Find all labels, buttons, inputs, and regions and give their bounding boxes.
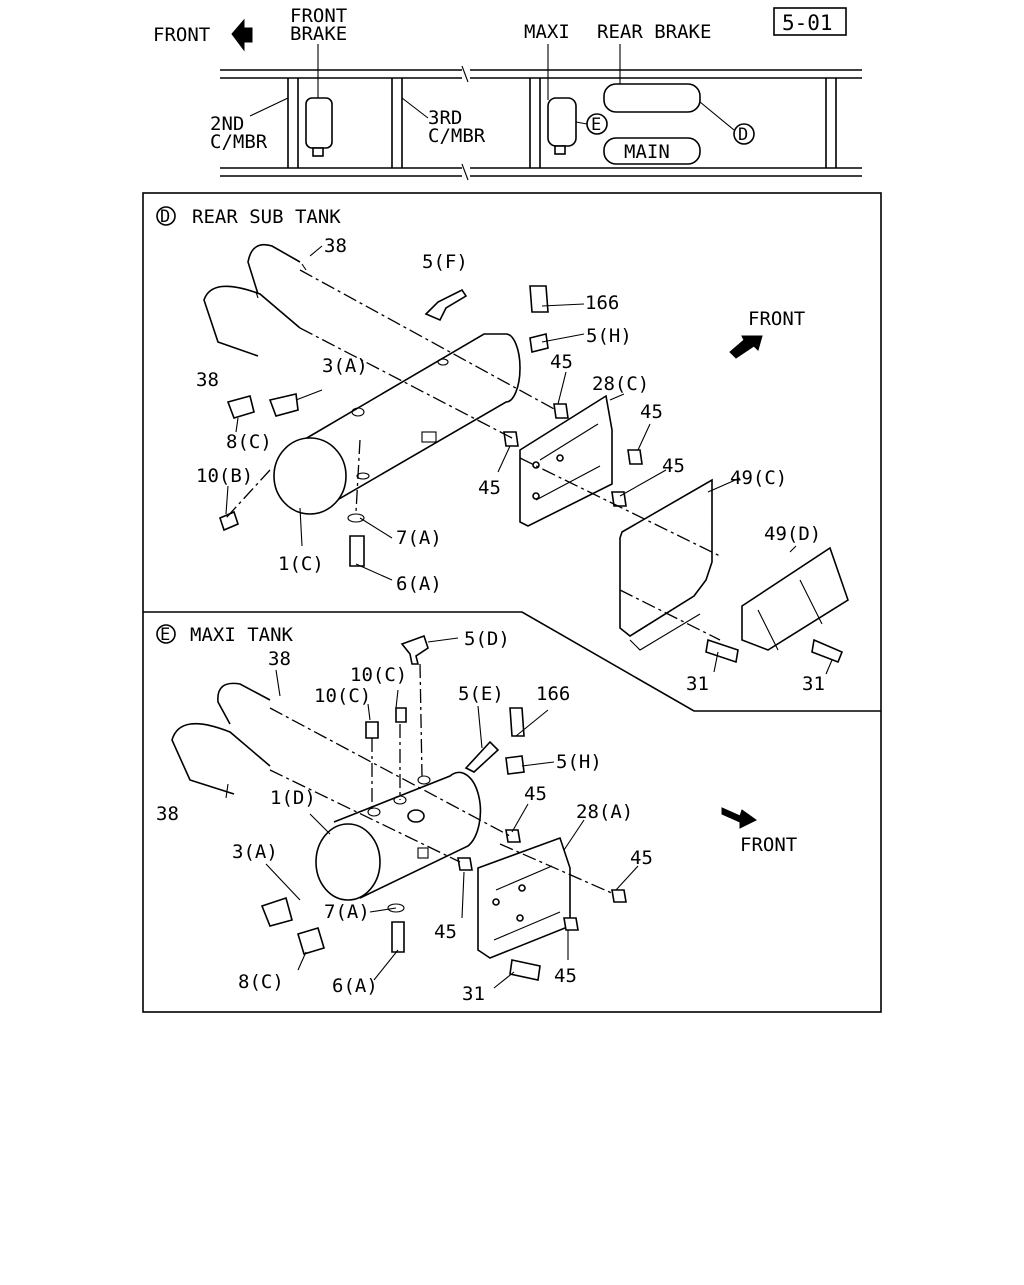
panel-e-front-arrow-icon <box>721 807 757 829</box>
panel-d-part-label: 10(B) <box>196 465 253 487</box>
third-cmbr-line1: 3RD <box>428 107 462 129</box>
third-cmbr-line2: C/MBR <box>428 125 486 147</box>
panel-d-part-label: 5(H) <box>586 325 632 347</box>
panel-e-part-label: 166 <box>536 683 570 705</box>
overview-callout-d: D <box>738 125 748 145</box>
panel-d-part-label: 31 <box>802 673 825 695</box>
panel-d-part-label: 28(C) <box>592 373 649 395</box>
panel-d-part-label: 31 <box>686 673 709 695</box>
panel-d-part-label: 166 <box>585 292 619 314</box>
rear-brake-label: REAR BRAKE <box>597 21 711 43</box>
panel-divider <box>143 611 881 712</box>
panel-e-part-label: 10(C) <box>314 685 371 707</box>
front-brake-line2: BRAKE <box>290 23 347 45</box>
maxi-tank-end <box>315 823 381 901</box>
front-brake-line1: FRONT <box>290 5 347 27</box>
panel-e-part-label: 45 <box>554 965 577 987</box>
panel-d-part-label: 45 <box>662 455 685 477</box>
second-cmbr-line2: C/MBR <box>210 131 268 153</box>
panel-d-part-label: 3(A) <box>322 355 368 377</box>
panel-e-part-label: 5(E) <box>458 683 504 705</box>
panel-e-part-label: 10(C) <box>350 664 407 686</box>
page-ref: 5-01 <box>782 11 833 35</box>
panel-e-letter: E <box>160 625 170 645</box>
overview-callout-e: E <box>591 115 601 135</box>
panel-rear-sub-tank: D REAR SUB TANK FRONT <box>156 206 849 695</box>
panel-e-part-label: 38 <box>268 648 291 670</box>
panel-d-part-label: 45 <box>550 351 573 373</box>
second-cmbr-line1: 2ND <box>210 113 244 135</box>
panel-d-part-label: 49(D) <box>764 523 821 545</box>
maxi-label: MAXI <box>524 21 570 43</box>
panel-d-part-label: 49(C) <box>730 467 787 489</box>
panel-d-part-label: 6(A) <box>396 573 442 595</box>
panel-e-front-label: FRONT <box>740 834 797 856</box>
panel-e-part-label: 38 <box>156 803 179 825</box>
panel-e-part-label: 5(H) <box>556 751 602 773</box>
panel-e-part-label: 3(A) <box>232 841 278 863</box>
panel-d-part-label: 45 <box>640 401 663 423</box>
panel-e-part-label: 5(D) <box>464 628 510 650</box>
overview-front-label: FRONT <box>153 24 210 46</box>
panel-d-title: REAR SUB TANK <box>192 206 341 228</box>
panel-d-front-label: FRONT <box>748 308 805 330</box>
panel-e-part-label: 8(C) <box>238 971 284 993</box>
front-arrow-icon <box>231 18 253 52</box>
panel-e-part-label: 7(A) <box>324 901 370 923</box>
detail-frame <box>142 192 882 1013</box>
chassis-overview: 5-01 FRONT FRONT BRAKE MAXI REAR BRAKE 2… <box>153 5 862 181</box>
rear-sub-tank-body <box>299 333 521 511</box>
panel-e-part-label: 1(D) <box>270 787 316 809</box>
panel-d-letter: D <box>160 207 170 227</box>
panel-e-title: MAXI TANK <box>190 624 294 646</box>
panel-e-part-label: 6(A) <box>332 975 378 997</box>
page-ref-box <box>773 7 847 36</box>
panel-d-part-label: 38 <box>196 369 219 391</box>
panel-maxi-tank: E MAXI TANK FRONT <box>156 624 797 1005</box>
rear-sub-tank-end <box>273 437 347 515</box>
panel-d-part-label: 38 <box>324 235 347 257</box>
panel-d-part-label: 45 <box>478 477 501 499</box>
panel-d-part-label: 5(F) <box>422 251 468 273</box>
panel-e-part-label: 45 <box>434 921 457 943</box>
main-tank-label: MAIN <box>624 141 670 163</box>
panel-d-front-arrow-icon <box>729 335 763 359</box>
panel-e-part-label: 45 <box>524 783 547 805</box>
panel-e-part-label: 28(A) <box>576 801 633 823</box>
panel-e-part-label: 31 <box>462 983 485 1005</box>
panel-e-part-label: 45 <box>630 847 653 869</box>
panel-d-part-label: 1(C) <box>278 553 324 575</box>
panel-d-part-label: 8(C) <box>226 431 272 453</box>
panel-d-part-label: 7(A) <box>396 527 442 549</box>
